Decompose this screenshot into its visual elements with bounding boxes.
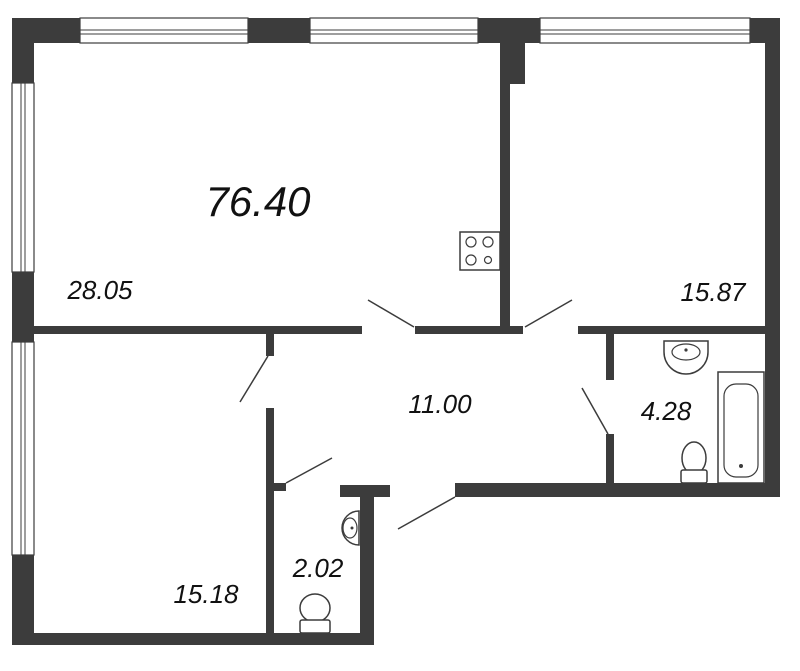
door-entrance [397,496,456,530]
outer-walls [12,18,780,645]
doors [239,299,609,530]
sink-icon [663,340,709,375]
room-area-toilet: 2.02 [292,553,344,583]
door-bedroom-left [239,355,269,403]
labels: 76.40 28.05 15.87 11.00 4.28 2.02 15.18 [66,178,747,609]
bathtub-icon [717,371,765,484]
door-living [367,299,415,328]
toilet-icon [680,441,708,484]
sink-icon [341,510,360,546]
stove-icon [459,231,501,271]
room-area-bathroom: 4.28 [641,396,692,426]
room-area-living: 28.05 [66,275,133,305]
toilet-icon [299,593,331,634]
door-bedroom-right [524,299,573,328]
room-area-hallway: 11.00 [408,389,472,419]
room-area-bedroom-left: 15.18 [173,579,239,609]
total-area-label: 76.40 [205,178,311,225]
windows [11,17,751,556]
door-toilet [285,457,333,484]
door-bathroom [581,387,609,435]
room-area-bedroom-right: 15.87 [680,277,747,307]
interior-walls [34,18,765,633]
